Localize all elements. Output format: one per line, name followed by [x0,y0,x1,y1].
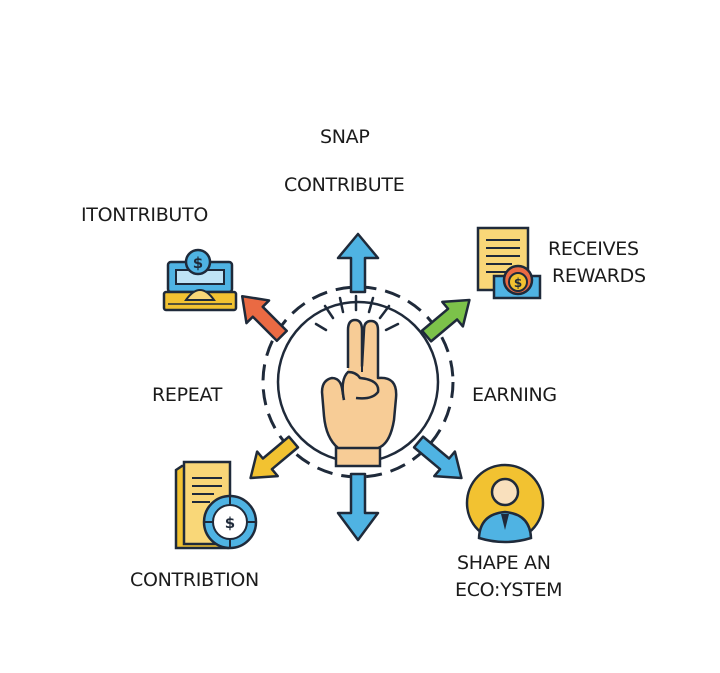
label-bottom-right: SHAPE AN ECO:YSTEM [455,550,563,604]
label-top-right-line2: REWARDS [552,265,646,287]
arrow-up [336,232,380,294]
label-top-subtitle: CONTRIBUTE [284,174,405,196]
hand-two-fingers-icon [314,294,400,468]
label-top-right-line1: RECEIVES [548,238,639,260]
label-left: REPEAT [152,384,222,406]
label-top-right: RECEIVES REWARDS [548,236,646,290]
cash-register-icon: $ [162,248,238,312]
label-right: EARNING [472,384,557,406]
arrow-up-left [240,294,288,342]
label-bottom-left: CONTRIBTION [130,569,259,591]
document-coin-icon: $ [174,460,258,550]
arrow-up-right [420,298,471,343]
arrow-down [336,472,380,542]
label-top-title: SNAP [320,126,370,148]
label-bottom-right-line2: ECO:YSTEM [455,579,563,601]
svg-text:$: $ [225,514,235,532]
person-avatar-icon [465,463,545,544]
svg-text:$: $ [514,276,522,290]
arrow-down-right [412,435,463,480]
label-top-left: ITONTRIBUTO [81,204,208,226]
label-bottom-right-line1: SHAPE AN [457,552,551,574]
reward-certificate-icon: $ [476,226,542,300]
svg-text:$: $ [193,254,203,272]
arrow-down-left [249,435,300,480]
